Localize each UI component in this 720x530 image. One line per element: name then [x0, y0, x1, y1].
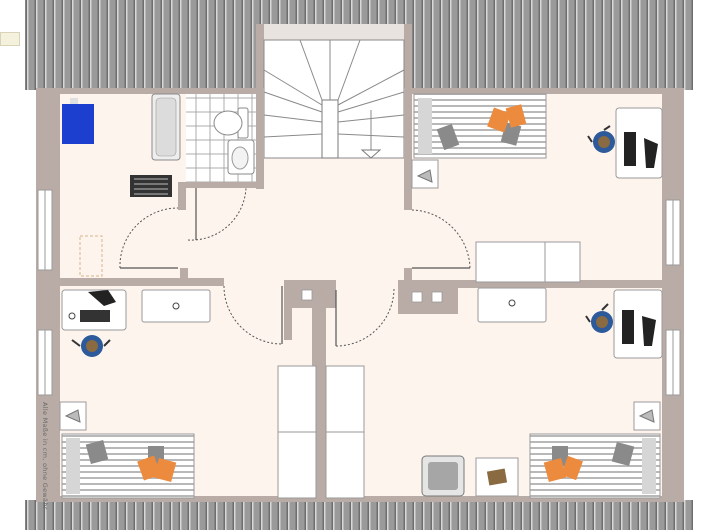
bed-top	[413, 93, 547, 159]
door-swings	[119, 187, 471, 347]
windows	[37, 189, 681, 396]
rug-outline	[79, 235, 103, 277]
central-wardrobes	[277, 365, 365, 499]
bedroom-bottom-right	[421, 401, 661, 499]
staircase	[263, 39, 405, 159]
roof-bottom	[25, 500, 693, 530]
radiator	[130, 175, 172, 197]
blue-cabinet	[62, 104, 94, 144]
wardrobe	[475, 241, 581, 283]
bedroom-top-right	[411, 93, 663, 189]
watermark-label: Alle Maße in cm, ohne Gewähr	[38, 402, 52, 510]
watermark-text: Alle Maße in cm, ohne Gewähr	[41, 402, 49, 510]
office-chair-top-right	[587, 125, 615, 153]
armchair	[421, 455, 465, 497]
office-chair-mid-right	[585, 303, 613, 333]
sink	[227, 139, 255, 175]
office-chair-left	[71, 335, 111, 357]
study-left	[61, 98, 211, 357]
vents	[301, 289, 443, 303]
hallway-furniture	[475, 241, 663, 359]
toilet	[213, 107, 249, 139]
side-table	[475, 457, 519, 497]
sticky-note	[0, 32, 20, 46]
bathroom	[151, 93, 256, 182]
bedroom-bottom-left	[59, 401, 195, 499]
door-leaves	[120, 188, 470, 346]
